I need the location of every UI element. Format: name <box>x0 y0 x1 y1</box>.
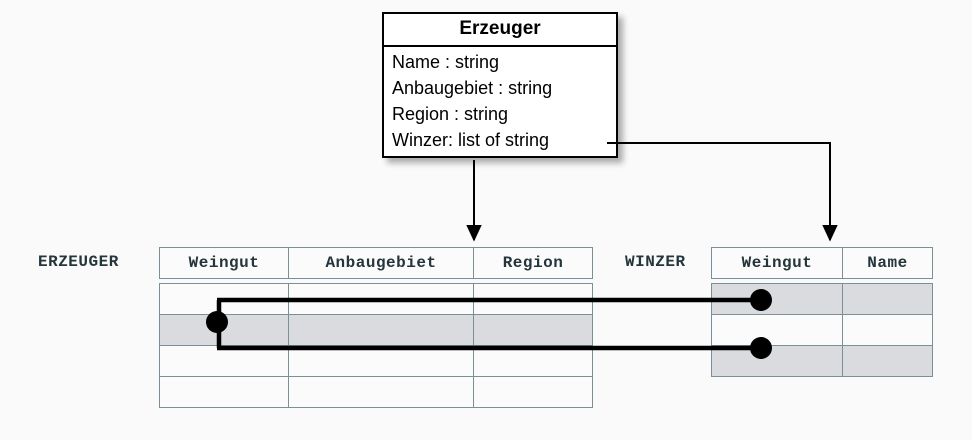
cell-weingut[interactable] <box>711 283 843 315</box>
table-label-erzeuger: ERZEUGER <box>38 253 119 271</box>
table-row[interactable] <box>159 376 593 408</box>
erzeuger-header-table: Weingut Anbaugebiet Region <box>159 247 593 279</box>
cell-region[interactable] <box>473 314 593 346</box>
cell-region[interactable] <box>473 345 593 377</box>
cell-region[interactable] <box>473 376 593 408</box>
column-header-region: Region <box>473 247 593 279</box>
cell-region[interactable] <box>473 283 593 315</box>
uml-class-name: Erzeuger <box>384 14 616 47</box>
table-row[interactable] <box>159 345 593 377</box>
table-row-highlighted[interactable] <box>711 345 933 377</box>
cell-anbaugebiet[interactable] <box>288 376 474 408</box>
cell-name[interactable] <box>842 345 933 377</box>
cell-weingut[interactable] <box>711 314 843 346</box>
winzer-header-table: Weingut Name <box>711 247 933 279</box>
cell-weingut[interactable] <box>159 283 289 315</box>
winzer-mapping-arrow <box>607 142 838 242</box>
cell-name[interactable] <box>842 283 933 315</box>
cell-anbaugebiet[interactable] <box>288 345 474 377</box>
cell-anbaugebiet[interactable] <box>288 283 474 315</box>
cell-anbaugebiet[interactable] <box>288 314 474 346</box>
table-header-row: Weingut Name <box>711 247 933 279</box>
column-header-weingut: Weingut <box>159 247 289 279</box>
cell-weingut[interactable] <box>711 345 843 377</box>
uml-attribute-winzer: Winzer: list of string <box>392 130 550 150</box>
uml-class-erzeuger: Erzeuger Name : string Anbaugebiet : str… <box>382 12 618 158</box>
cell-name[interactable] <box>842 314 933 346</box>
table-label-winzer: WINZER <box>625 253 686 271</box>
uml-attribute-name: Name : string <box>392 52 500 72</box>
erzeuger-body-table <box>159 283 593 408</box>
table-row-highlighted[interactable] <box>159 314 593 346</box>
column-header-anbaugebiet: Anbaugebiet <box>288 247 474 279</box>
table-row[interactable] <box>159 283 593 315</box>
uml-attribute-anbaugebiet: Anbaugebiet : string <box>392 78 553 98</box>
cell-weingut[interactable] <box>159 314 289 346</box>
uml-attribute-region: Region : string <box>392 104 509 124</box>
column-header-weingut: Weingut <box>711 247 843 279</box>
table-row[interactable] <box>711 314 933 346</box>
winzer-body-table <box>711 283 933 377</box>
table-header-row: Weingut Anbaugebiet Region <box>159 247 593 279</box>
cell-weingut[interactable] <box>159 345 289 377</box>
cell-weingut[interactable] <box>159 376 289 408</box>
column-header-name: Name <box>842 247 933 279</box>
table-row-highlighted[interactable] <box>711 283 933 315</box>
uml-attribute-list: Name : string Anbaugebiet : string Regio… <box>384 47 616 156</box>
